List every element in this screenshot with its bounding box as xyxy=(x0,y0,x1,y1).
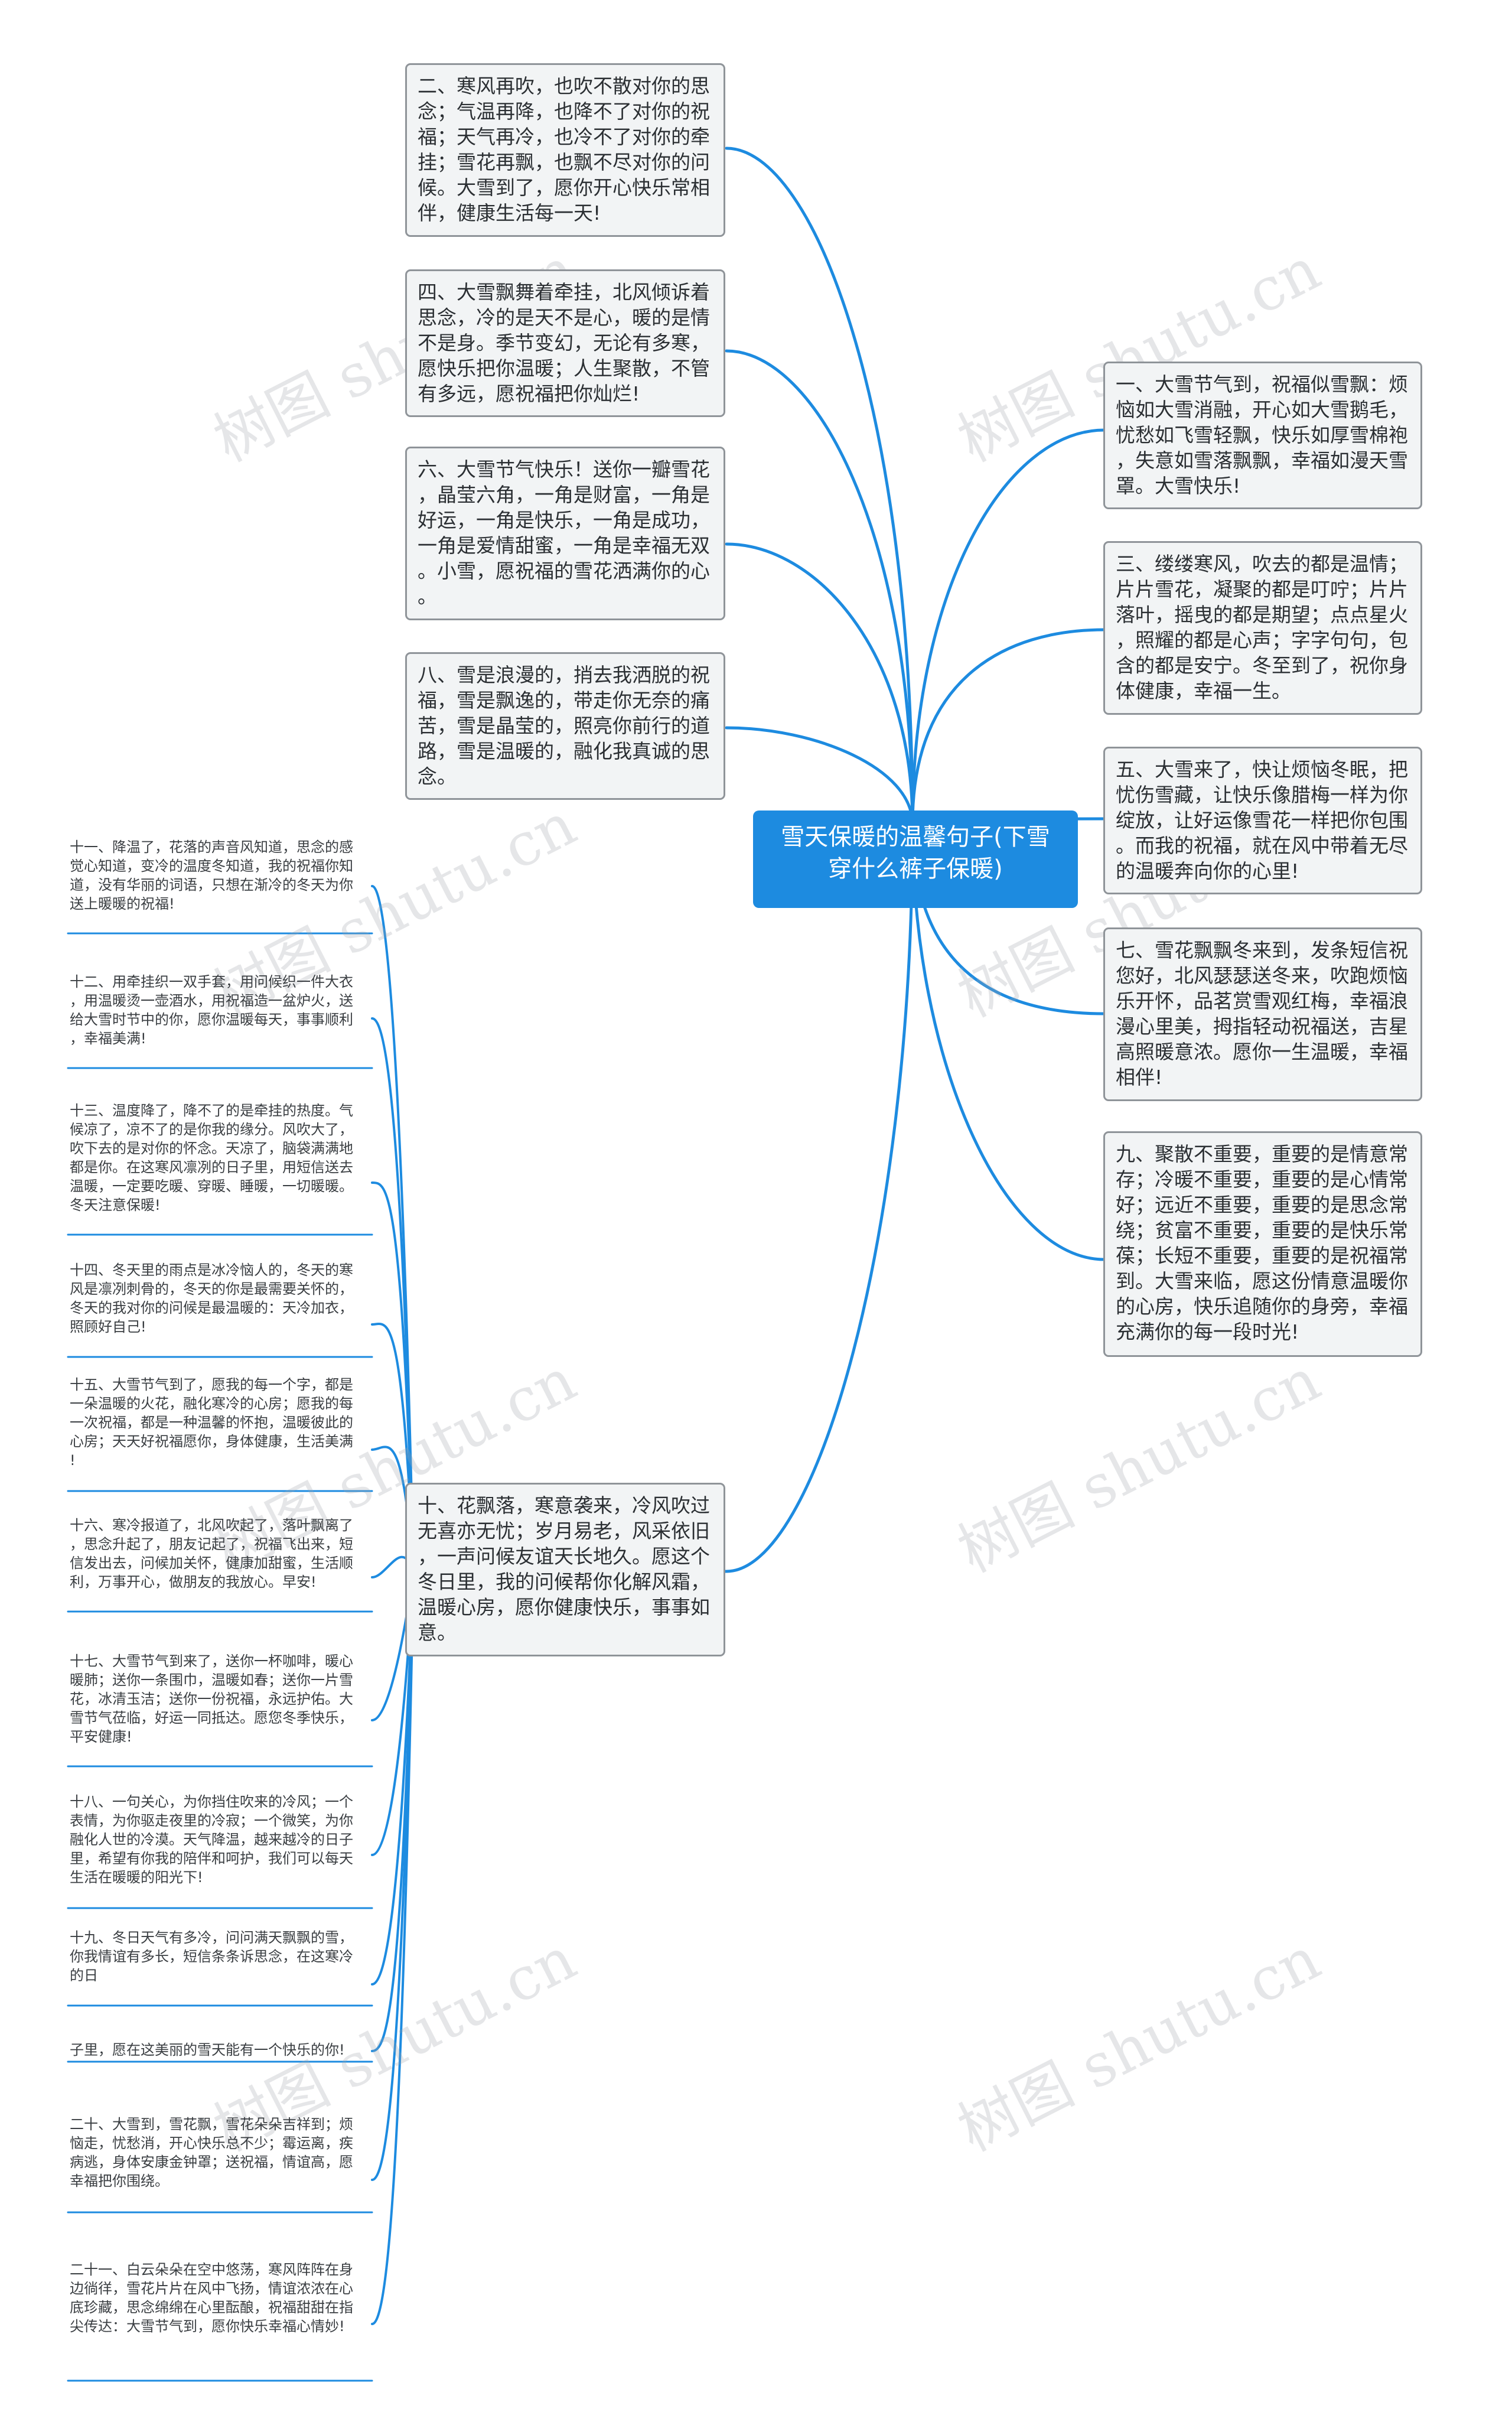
sub-node-17[interactable]: 十七、大雪节气到来了，送你一杯咖啡，暖心 暖肺；送你一条围巾，温暖如春；送你一片… xyxy=(70,1653,353,1745)
sub-node-11[interactable]: 十一、降温了，花落的声音风知道，思念的感 觉心知道，变冷的温度冬知道，我的祝福你… xyxy=(70,839,353,912)
topic-node-9[interactable]: 九、聚散不重要，重要的是情意常 存；冷暖不重要，重要的是心情常 好；远近不重要，… xyxy=(1103,1131,1422,1357)
topic-node-4[interactable]: 四、大雪飘舞着牵挂，北风倾诉着 思念，冷的是天不是心，暖的是情 不是身。季节变幻… xyxy=(405,269,725,417)
sub-node-21[interactable]: 二十一、白云朵朵在空中悠荡，寒风阵阵在身 边徜徉，雪花片片在风中飞扬，情谊浓浓在… xyxy=(70,2261,353,2335)
root-topic[interactable]: 雪天保暖的温馨句子(下雪 穿什么裤子保暖) xyxy=(753,810,1078,908)
sub-node-20[interactable]: 二十、大雪到，雪花飘，雪花朵朵吉祥到；烦 恼走，忧愁消，开心快乐总不少；霉运离，… xyxy=(70,2116,353,2189)
sub-node-19[interactable]: 十九、冬日天气有多冷，问问满天飘飘的雪， 你我情谊有多长，短信条条诉思念，在这寒… xyxy=(70,1929,353,1984)
sub-node-18[interactable]: 十八、一句关心，为你挡住吹来的冷风；一个 表情，为你驱走夜里的冷寂；一个微笑，为… xyxy=(70,1793,353,1886)
topic-node-8[interactable]: 八、雪是浪漫的，捎去我洒脱的祝 福，雪是飘逸的，带走你无奈的痛 苦，雪是晶莹的，… xyxy=(405,652,725,800)
topic-node-7[interactable]: 七、雪花飘飘冬来到，发条短信祝 您好，北风瑟瑟送冬来，吹跑烦恼 乐开怀，品茗赏雪… xyxy=(1103,927,1422,1101)
sub-node-16[interactable]: 十六、寒冷报道了，北风吹起了，落叶飘离了 ，思念升起了，朋友记起了，祝福飞出来，… xyxy=(70,1517,353,1590)
topic-node-5[interactable]: 五、大雪来了，快让烦恼冬眠，把 忧伤雪藏，让快乐像腊梅一样为你 绽放，让好运像雪… xyxy=(1103,747,1422,894)
sub-node-19-cont[interactable]: 子里，愿在这美丽的雪天能有一个快乐的你! xyxy=(70,2042,345,2058)
topic-node-1[interactable]: 一、大雪节气到，祝福似雪飘：烦 恼如大雪消融，开心如大雪鹅毛， 忧愁如飞雪轻飘，… xyxy=(1103,362,1422,509)
topic-node-6[interactable]: 六、大雪节气快乐！送你一瓣雪花 ，晶莹六角，一角是财富，一角是 好运，一角是快乐… xyxy=(405,447,725,620)
sub-node-12[interactable]: 十二、用牵挂织一双手套，用问候织一件大衣 ，用温暖烫一壶酒水，用祝福造一盆炉火，… xyxy=(70,974,353,1047)
topic-node-10[interactable]: 十、花飘落，寒意袭来，冷风吹过 无喜亦无忧；岁月易老，风采依旧 ，一声问候友谊天… xyxy=(405,1483,725,1656)
sub-node-13[interactable]: 十三、温度降了，降不了的是牵挂的热度。气 候凉了，凉不了的是你我的缘分。风吹大了… xyxy=(70,1102,353,1213)
topic-node-2[interactable]: 二、寒风再吹，也吹不散对你的思 念；气温再降，也降不了对你的祝 福；天气再冷，也… xyxy=(405,63,725,237)
sub-node-15[interactable]: 十五、大雪节气到了，愿我的每一个字，都是 一朵温暖的火花，融化寒冷的心房；愿我的… xyxy=(70,1376,353,1469)
sub-node-14[interactable]: 十四、冬天里的雨点是冰冷恼人的，冬天的寒 风是凛冽刺骨的，冬天的你是最需要关怀的… xyxy=(70,1262,353,1335)
topic-node-3[interactable]: 三、缕缕寒风，吹去的都是温情； 片片雪花，凝聚的都是叮咛；片片 落叶，摇曳的都是… xyxy=(1103,541,1422,715)
